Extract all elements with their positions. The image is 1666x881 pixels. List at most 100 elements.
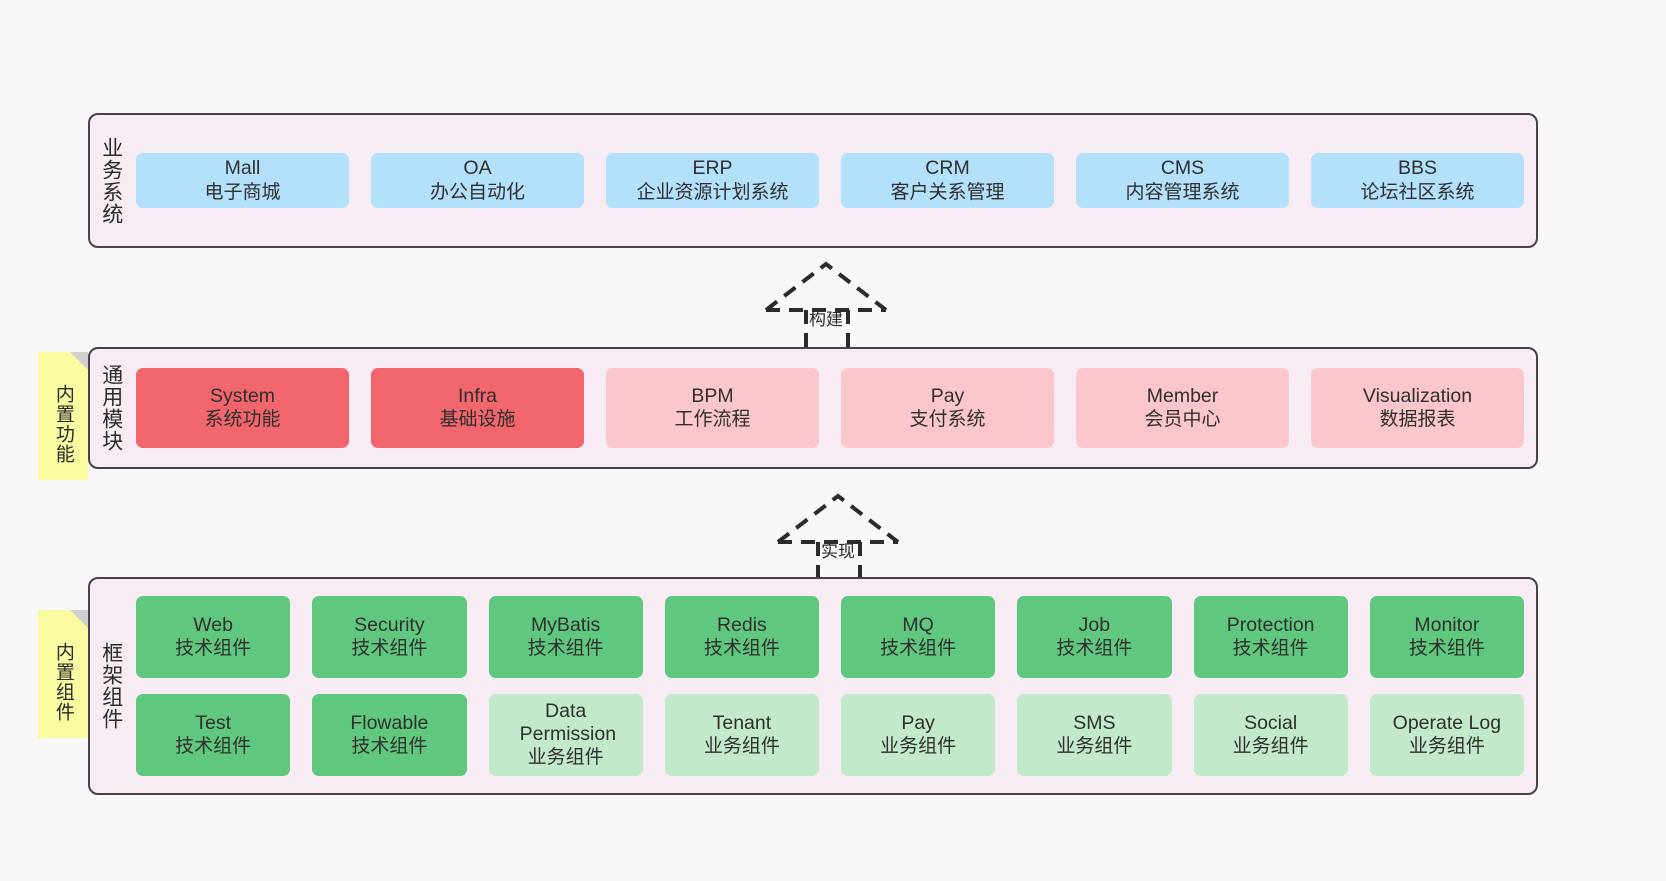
card-subtitle: 业务组件 — [1232, 736, 1309, 758]
sticky-note-builtin-features: 内置功能 — [38, 352, 88, 480]
card-security[interactable]: Security 技术组件 — [312, 596, 467, 678]
card-erp[interactable]: ERP 企业资源计划系统 — [606, 153, 819, 208]
layer-title-business-system: 业务系统 — [99, 136, 123, 225]
card-row: Mall 电子商城 OA 办公自动化 ERP 企业资源计划系统 CRM 客户关系… — [136, 153, 1524, 208]
card-title: Visualization — [1362, 384, 1473, 407]
layer-framework-component: 框架组件 Web 技术组件 Security 技术组件 MyBatis 技术组件… — [88, 577, 1538, 795]
card-title: BPM — [691, 384, 734, 407]
implement-arrow: 实现 — [772, 490, 952, 582]
card-row: System 系统功能 Infra 基础设施 BPM 工作流程 Pay 支付系统… — [136, 368, 1524, 448]
build-arrow: 构建 — [760, 258, 940, 348]
card-subtitle: 技术组件 — [1232, 638, 1309, 660]
card-title: Job — [1078, 613, 1111, 636]
card-row-technical: Web 技术组件 Security 技术组件 MyBatis 技术组件 Redi… — [136, 596, 1524, 678]
card-oa[interactable]: OA 办公自动化 — [371, 153, 584, 208]
card-title: SMS — [1073, 711, 1116, 734]
card-monitor[interactable]: Monitor 技术组件 — [1369, 596, 1524, 678]
card-pay[interactable]: Pay 支付系统 — [841, 368, 1054, 448]
card-subtitle: 系统功能 — [204, 409, 281, 431]
card-title: MyBatis — [530, 613, 601, 636]
card-job[interactable]: Job 技术组件 — [1017, 596, 1172, 678]
implement-arrow-label: 实现 — [821, 542, 855, 561]
card-web[interactable]: Web 技术组件 — [136, 596, 291, 678]
card-title: BBS — [1397, 157, 1438, 180]
card-subtitle: 内容管理系统 — [1125, 181, 1240, 203]
card-title: Redis — [716, 613, 767, 636]
card-subtitle: 技术组件 — [1408, 638, 1485, 660]
card-tenant[interactable]: Tenant 业务组件 — [664, 694, 819, 776]
card-subtitle: 技术组件 — [703, 638, 780, 660]
sticky-note-label: 内置功能 — [52, 384, 74, 464]
layer-body-general-module: System 系统功能 Infra 基础设施 BPM 工作流程 Pay 支付系统… — [132, 349, 1536, 467]
layer-general-module: 通用模块 System 系统功能 Infra 基础设施 BPM 工作流程 Pay… — [88, 347, 1538, 469]
card-subtitle: 工作流程 — [674, 409, 751, 431]
card-subtitle: 电子商城 — [204, 181, 281, 203]
card-title: Tenant — [712, 711, 772, 734]
card-title: Monitor — [1414, 613, 1480, 636]
card-subtitle: 技术组件 — [175, 736, 252, 758]
card-title: MQ — [902, 613, 934, 636]
card-title: Pay — [930, 384, 965, 407]
card-system[interactable]: System 系统功能 — [136, 368, 349, 448]
card-infra[interactable]: Infra 基础设施 — [371, 368, 584, 448]
card-crm[interactable]: CRM 客户关系管理 — [841, 153, 1054, 208]
card-row-business: Test 技术组件 Flowable 技术组件 Data Permission … — [136, 694, 1524, 776]
card-test[interactable]: Test 技术组件 — [136, 694, 291, 776]
card-title: Web — [193, 613, 233, 636]
card-cms[interactable]: CMS 内容管理系统 — [1076, 153, 1289, 208]
card-sms[interactable]: SMS 业务组件 — [1017, 694, 1172, 776]
sticky-note-builtin-components: 内置组件 — [38, 610, 88, 738]
card-bpm[interactable]: BPM 工作流程 — [606, 368, 819, 448]
card-title: Mall — [224, 157, 261, 180]
card-social[interactable]: Social 业务组件 — [1193, 694, 1348, 776]
card-subtitle: 技术组件 — [527, 638, 604, 660]
card-pay-business[interactable]: Pay 业务组件 — [841, 694, 996, 776]
card-title: System — [209, 384, 275, 407]
layer-body-business-system: Mall 电子商城 OA 办公自动化 ERP 企业资源计划系统 CRM 客户关系… — [132, 115, 1536, 246]
card-mq[interactable]: MQ 技术组件 — [841, 596, 996, 678]
card-title: Pay — [901, 711, 935, 734]
card-member[interactable]: Member 会员中心 — [1076, 368, 1289, 448]
card-title: ERP — [692, 157, 733, 180]
card-visualization[interactable]: Visualization 数据报表 — [1311, 368, 1524, 448]
card-subtitle: 技术组件 — [351, 736, 428, 758]
card-operate-log[interactable]: Operate Log 业务组件 — [1369, 694, 1524, 776]
card-title: Flowable — [350, 711, 429, 734]
card-title: Member — [1146, 384, 1219, 407]
card-title: OA — [463, 157, 492, 180]
card-subtitle: 企业资源计划系统 — [636, 181, 789, 203]
card-subtitle: 业务组件 — [880, 736, 957, 758]
layer-body-framework-component: Web 技术组件 Security 技术组件 MyBatis 技术组件 Redi… — [132, 579, 1536, 793]
card-title: Security — [354, 613, 425, 636]
card-subtitle: 基础设施 — [439, 409, 516, 431]
card-mall[interactable]: Mall 电子商城 — [136, 153, 349, 208]
card-mybatis[interactable]: MyBatis 技术组件 — [488, 596, 643, 678]
card-subtitle: 数据报表 — [1379, 409, 1456, 431]
card-subtitle: 技术组件 — [1056, 638, 1133, 660]
card-protection[interactable]: Protection 技术组件 — [1193, 596, 1348, 678]
card-title: Test — [195, 711, 231, 734]
card-subtitle: 技术组件 — [351, 638, 428, 660]
card-data-permission[interactable]: Data Permission 业务组件 — [488, 694, 643, 776]
card-flowable[interactable]: Flowable 技术组件 — [312, 694, 467, 776]
card-bbs[interactable]: BBS 论坛社区系统 — [1311, 153, 1524, 208]
card-subtitle: 技术组件 — [880, 638, 957, 660]
card-subtitle: 业务组件 — [1408, 736, 1485, 758]
card-subtitle: 业务组件 — [703, 736, 780, 758]
layer-title-general-module: 通用模块 — [99, 364, 123, 452]
card-title: CRM — [925, 157, 970, 180]
card-subtitle: 技术组件 — [175, 638, 252, 660]
card-title: Social — [1244, 711, 1298, 734]
build-arrow-label: 构建 — [809, 310, 843, 329]
layer-title-framework-component: 框架组件 — [99, 642, 123, 730]
card-title: CMS — [1160, 157, 1205, 180]
card-subtitle: 支付系统 — [909, 409, 986, 431]
card-subtitle: 会员中心 — [1144, 409, 1221, 431]
card-title: Operate Log — [1392, 711, 1502, 734]
card-redis[interactable]: Redis 技术组件 — [664, 596, 819, 678]
card-title: Data Permission — [519, 700, 617, 746]
card-subtitle: 办公自动化 — [429, 181, 525, 203]
card-title: Infra — [457, 384, 498, 407]
card-subtitle: 客户关系管理 — [890, 181, 1005, 203]
